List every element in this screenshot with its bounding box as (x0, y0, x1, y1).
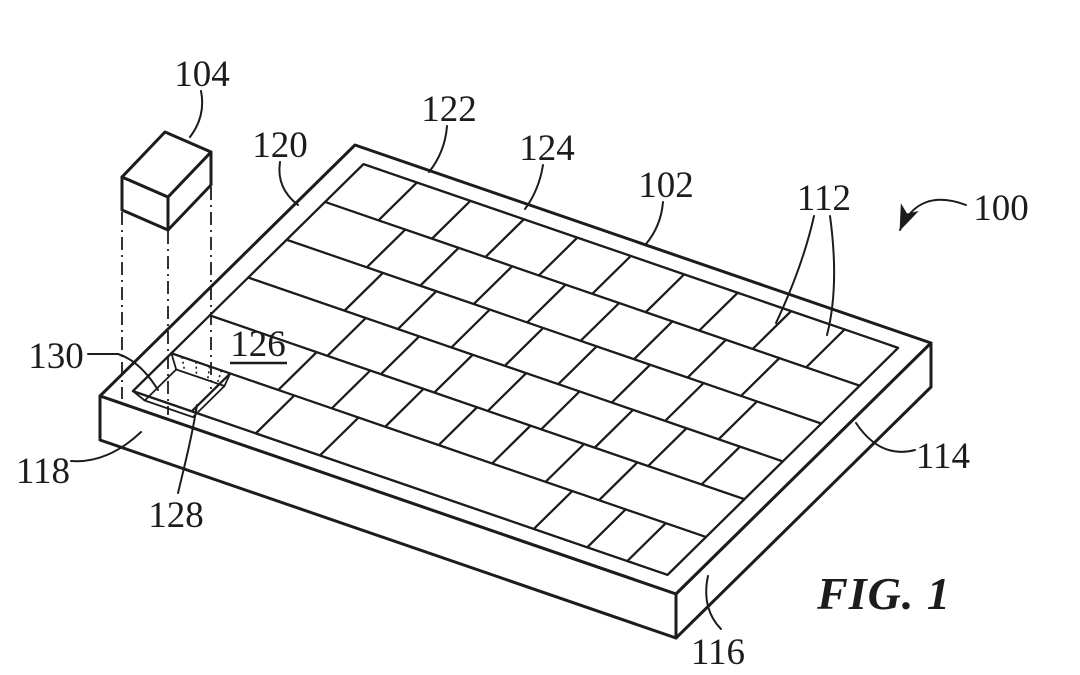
key-well-wall-edge-left (132, 390, 146, 402)
ref-label-126: 126 (230, 324, 286, 365)
leader-120 (278, 161, 299, 206)
leader-116 (705, 575, 722, 630)
right-side-wall (674, 341, 933, 640)
leader-122 (428, 125, 448, 173)
key-well-hatch-3 (206, 366, 211, 381)
reference-labels: 104 120 122 124 102 112 100 114 116 118 … (16, 54, 1029, 673)
leader-lines (70, 90, 967, 630)
ref-label-100: 100 (973, 188, 1029, 229)
leader-128 (177, 404, 198, 494)
removable-key-top-face (120, 130, 213, 199)
removable-key-group (120, 130, 213, 415)
ref-label-114: 114 (916, 436, 970, 477)
ref-label-102: 102 (638, 165, 694, 206)
ref-label-116: 116 (691, 632, 745, 673)
figure-caption: FIG. 1 (816, 568, 951, 619)
ref-label-124: 124 (519, 128, 575, 169)
leader-114 (855, 422, 916, 453)
key-well-group (132, 353, 232, 419)
keyboard-assembly (98, 143, 933, 640)
ref-label-128: 128 (148, 495, 204, 536)
leader-100-arrow (899, 198, 967, 231)
ref-label-130: 130 (28, 336, 84, 377)
leader-130 (87, 353, 159, 391)
key-well-wall-edge-back (170, 353, 178, 370)
leader-102 (645, 201, 664, 245)
keycap (626, 522, 708, 576)
leader-112-right (826, 215, 836, 336)
ref-label-120: 120 (252, 125, 308, 166)
ref-label-112: 112 (797, 178, 851, 219)
ref-label-122: 122 (421, 89, 477, 130)
ref-label-104: 104 (174, 54, 230, 95)
key-well-hatch-4 (216, 370, 223, 384)
leader-124 (524, 164, 544, 210)
leader-118 (70, 431, 142, 463)
key-well-floor (143, 368, 226, 419)
leader-104 (189, 90, 204, 138)
key-well-wall-edge-right (223, 373, 232, 387)
ref-label-118: 118 (16, 451, 70, 492)
leader-112-left (775, 215, 815, 324)
